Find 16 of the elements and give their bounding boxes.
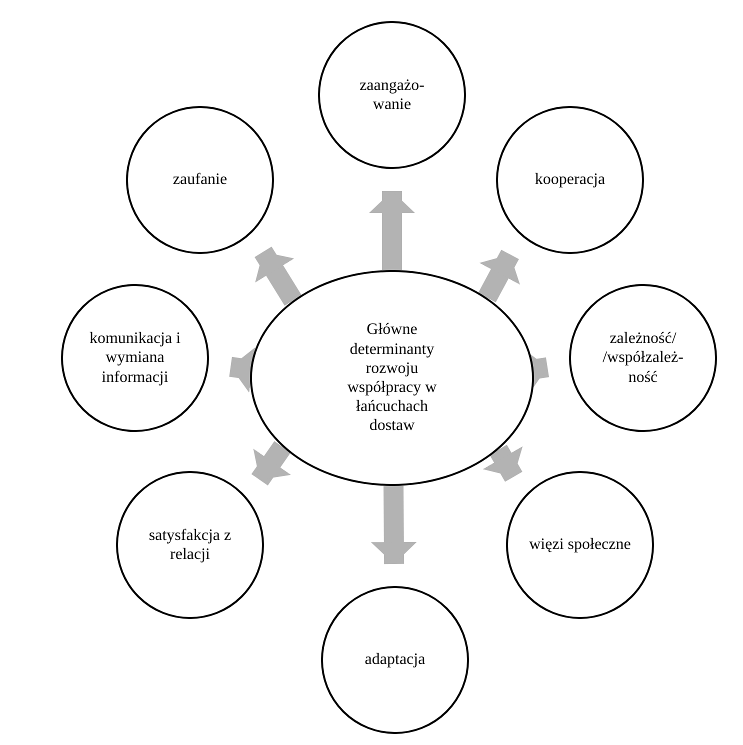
node-label: Główne determinanty rozwoju współpracy w łańcuchach dostaw: [346, 320, 438, 436]
block-arrow: [478, 250, 520, 302]
node-label: zaufanie: [172, 170, 228, 190]
block-arrow: [229, 347, 256, 393]
node-label: satysfakcja z relacji: [148, 526, 232, 564]
node-label: komunikacja i wymiana informacji: [88, 329, 182, 387]
node-label: więzi społeczne: [529, 535, 631, 555]
block-arrow: [482, 444, 523, 482]
block-arrow: [370, 486, 417, 564]
block-arrow: [369, 191, 415, 270]
node-label: kooperacja: [534, 170, 606, 190]
block-arrow: [254, 246, 302, 306]
block-arrow: [251, 441, 292, 486]
node-label: zależność/ /współzależ- ność: [602, 329, 684, 387]
node-label: adaptacja: [364, 650, 426, 670]
node-label: zaangażo- wanie: [358, 76, 426, 114]
